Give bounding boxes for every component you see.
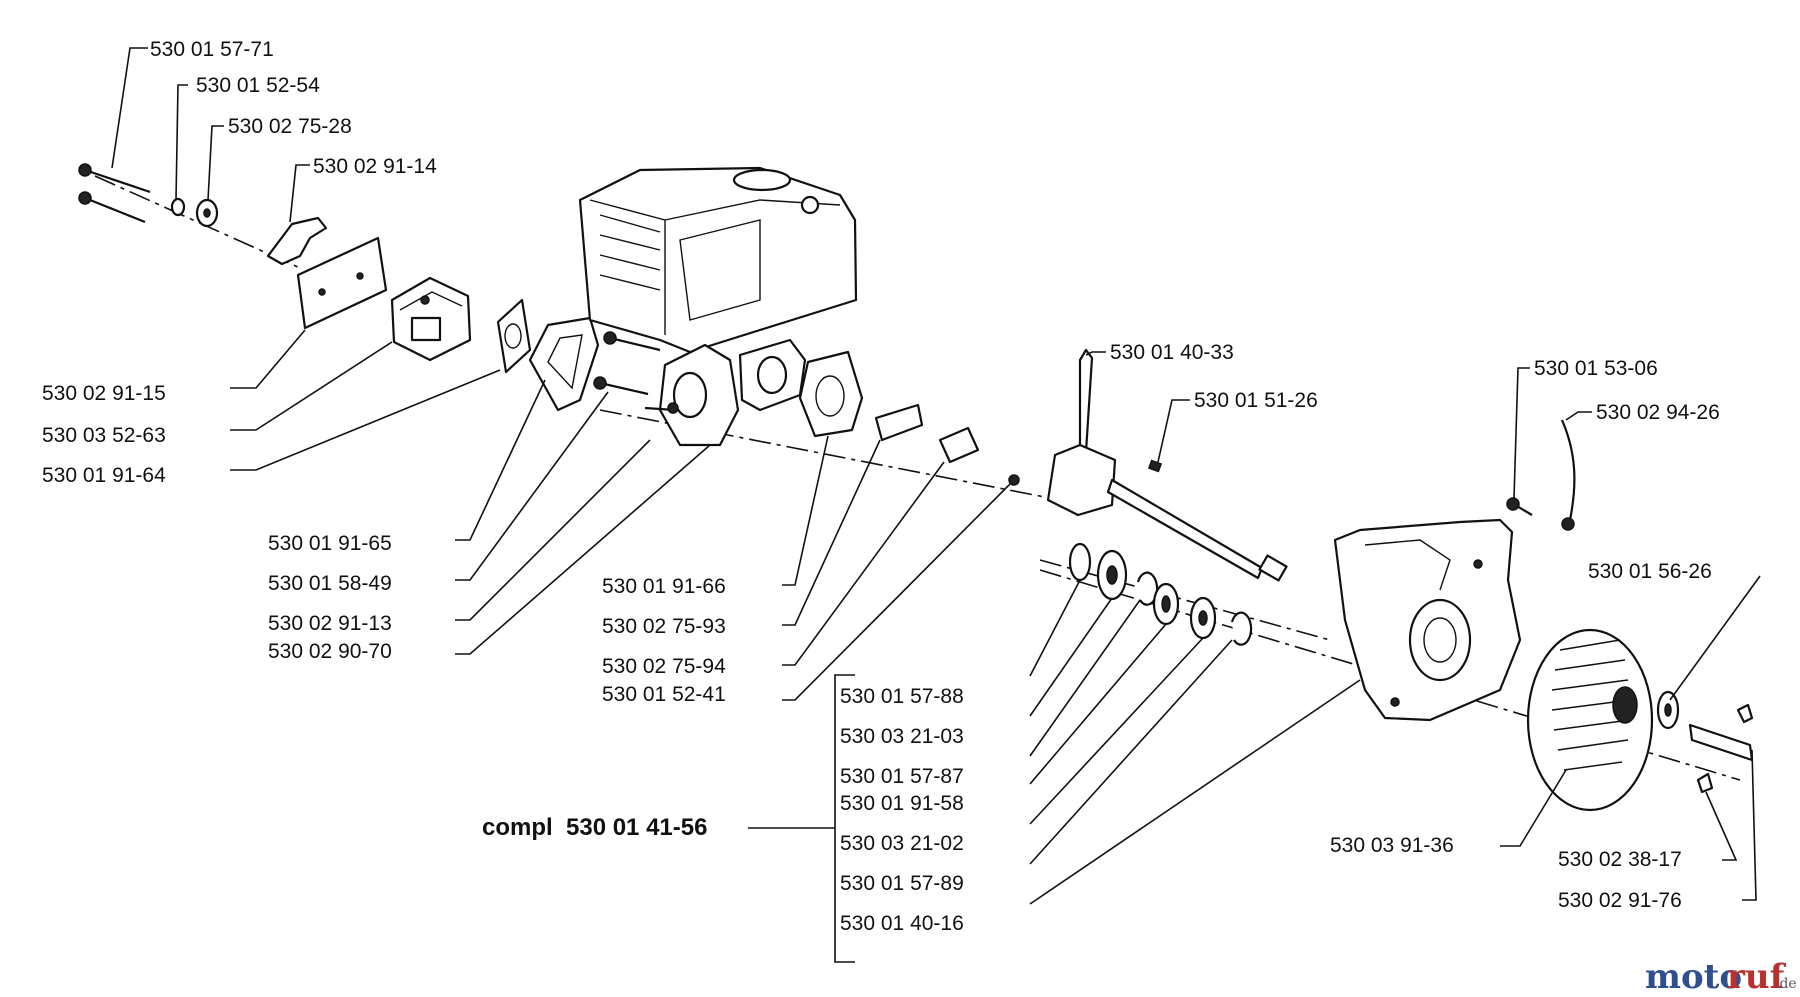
washer-small <box>170 197 186 217</box>
label-p2: 530 01 52-54 <box>196 74 320 97</box>
label-p18: 530 01 53-06 <box>1534 357 1658 380</box>
key-pin <box>1147 459 1163 473</box>
label-p10: 530 02 91-13 <box>268 612 392 635</box>
washer-large <box>195 198 219 228</box>
label-b5: 530 03 21-02 <box>840 832 964 855</box>
label-p8: 530 01 91-65 <box>268 532 392 555</box>
watermark-part-b: ruf <box>1727 957 1787 997</box>
label-p22: 530 02 38-17 <box>1558 848 1682 871</box>
label-p9: 530 01 58-49 <box>268 572 392 595</box>
label-p13: 530 02 75-93 <box>602 615 726 638</box>
label-p23: 530 02 91-76 <box>1558 889 1682 912</box>
clip-bottom <box>1696 772 1714 794</box>
bearing-set <box>1068 542 1253 646</box>
cylinder <box>578 166 858 354</box>
label-p3: 530 02 75-28 <box>228 115 352 138</box>
label-p14: 530 02 75-94 <box>602 655 726 678</box>
label-p7: 530 01 91-64 <box>42 464 166 487</box>
flywheel <box>1526 628 1654 812</box>
label-b6: 530 01 57-89 <box>840 872 964 895</box>
label-b2: 530 03 21-03 <box>840 725 964 748</box>
reed-plate <box>874 403 924 442</box>
label-b4: 530 01 91-58 <box>840 792 964 815</box>
label-compl-number: 530 01 41-56 <box>566 814 707 841</box>
label-p20: 530 01 56-26 <box>1588 560 1712 583</box>
flywheel-washer <box>1656 690 1680 730</box>
carburetor-plate <box>296 236 388 330</box>
label-b7: 530 01 40-16 <box>840 912 964 935</box>
label-p15: 530 01 52-41 <box>602 683 726 706</box>
watermark-logo: moto ruf .de <box>1645 957 1797 997</box>
carburetor <box>390 276 472 362</box>
label-p19: 530 02 94-26 <box>1596 401 1720 424</box>
intake-flange <box>528 316 600 412</box>
label-p1: 530 01 57-71 <box>150 38 274 61</box>
label-p21: 530 03 91-36 <box>1330 834 1454 857</box>
label-compl-prefix: compl <box>482 814 553 841</box>
small-nut <box>1008 474 1020 486</box>
crankcase <box>1333 518 1522 722</box>
label-b1: 530 01 57-88 <box>840 685 964 708</box>
label-p12: 530 01 91-66 <box>602 575 726 598</box>
crankcase-screw <box>1506 497 1533 516</box>
label-p5: 530 02 91-15 <box>42 382 166 405</box>
crank-intake <box>658 338 807 447</box>
ignition-wire <box>1560 419 1576 531</box>
crankshaft <box>1046 348 1288 582</box>
label-p6: 530 03 52-63 <box>42 424 166 447</box>
carburetor-gasket <box>496 298 532 374</box>
exhaust-gasket <box>798 350 864 438</box>
watermark-part-a: moto <box>1645 957 1742 997</box>
clip-top <box>1736 703 1754 724</box>
lever-part <box>266 216 328 266</box>
exhaust-flange <box>938 426 980 464</box>
watermark-suffix: .de <box>1775 976 1797 992</box>
label-p16: 530 01 40-33 <box>1110 341 1234 364</box>
leader-lines <box>111 47 1761 963</box>
label-b3: 530 01 57-87 <box>840 765 964 788</box>
label-p4: 530 02 91-14 <box>313 155 437 178</box>
pin <box>1688 723 1754 762</box>
cylinder-bolts <box>593 331 679 414</box>
screw-pair <box>78 163 151 224</box>
label-p17: 530 01 51-26 <box>1194 389 1318 412</box>
label-p11: 530 02 90-70 <box>268 640 392 663</box>
